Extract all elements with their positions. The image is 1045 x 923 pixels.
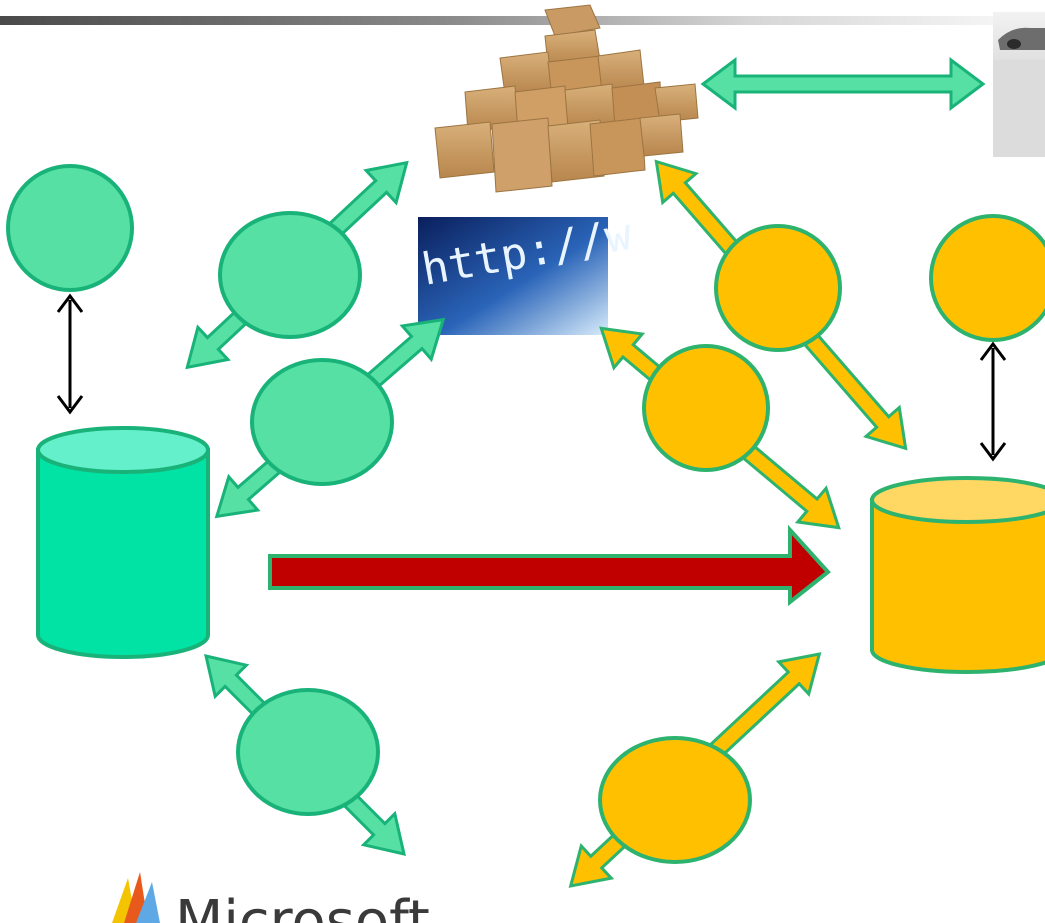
green-top-circle — [6, 164, 134, 292]
green-node-circle-3 — [236, 688, 380, 816]
orange-node-circle-1 — [714, 224, 842, 352]
orange-top-circle — [929, 214, 1045, 342]
green-arrow-to-http — [214, 317, 446, 519]
orange-arrow-to-http — [599, 326, 841, 530]
microsoft-logo-icon: Microsoft — [112, 872, 430, 923]
cars-photo-icon — [993, 12, 1045, 157]
green-arrow-to-boxes — [185, 160, 409, 370]
green-node-circle-2 — [250, 358, 394, 486]
orange-node-circle-2 — [642, 344, 770, 472]
top-bar — [0, 16, 1000, 25]
orange-node-circle-3 — [598, 736, 752, 864]
red-transfer-arrow — [268, 524, 831, 607]
green-arrow-boxes-to-cars — [700, 57, 986, 111]
orange-arrow-to-boxes — [654, 159, 908, 451]
green-node-circle-1 — [218, 211, 362, 339]
green-vertical-link-arrow — [56, 293, 84, 415]
cardboard-boxes-icon — [434, 4, 699, 193]
http-banner-icon: http://w — [418, 209, 636, 335]
green-database-cylinder — [36, 426, 210, 659]
orange-database-cylinder — [870, 476, 1045, 674]
orange-vertical-link-arrow — [979, 341, 1007, 462]
green-arrow-to-microsoft — [204, 654, 406, 856]
microsoft-logo-text: Microsoft — [175, 889, 430, 923]
orange-arrow-to-microsoft — [568, 652, 822, 888]
